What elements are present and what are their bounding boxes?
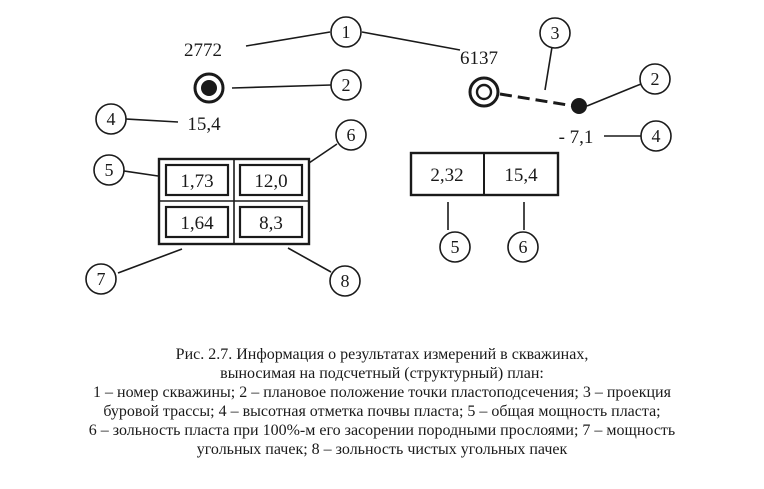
left-cell-box-1 (164, 163, 230, 197)
leader-2-left (231, 84, 332, 89)
callout-circle-4b (640, 120, 672, 152)
leader-3 (544, 46, 553, 91)
left-well-elevation: 15,4 (187, 114, 221, 135)
callout-3: 3 (551, 23, 560, 43)
left-cell-1-value: 1,73 (180, 171, 213, 192)
callout-circle-8 (329, 265, 361, 297)
leader-5-left (123, 170, 159, 177)
leader-4-left (125, 118, 179, 123)
left-cell-2-value: 12,0 (254, 171, 287, 192)
callout-6a: 6 (347, 125, 356, 145)
right-well-elevation: - 7,1 (559, 127, 594, 148)
left-well-marker-dot (201, 80, 217, 96)
callout-6b: 6 (519, 237, 528, 257)
callout-2b: 2 (651, 69, 660, 89)
callout-circle-6a (335, 119, 367, 151)
well-diagram: 2772 15,4 6137 - 7,1 1,73 12,0 1,64 8,3 … (85, 16, 672, 297)
left-cell-box-3 (164, 205, 230, 239)
callout-4b: 4 (652, 126, 661, 146)
caption-line-6: угольных пачек; 8 – зольность чистых уго… (196, 441, 568, 458)
callout-2a: 2 (342, 75, 351, 95)
caption-line-2: выносимая на подсчетный (структурный) пл… (220, 365, 544, 382)
leader-8 (287, 247, 332, 273)
callout-circle-1 (330, 16, 362, 48)
callout-5b: 5 (451, 237, 460, 257)
leader-1-right (361, 31, 461, 51)
right-cell-2-value: 15,4 (504, 165, 538, 186)
callout-circle-7 (85, 263, 117, 295)
callout-7: 7 (97, 269, 106, 289)
callout-circle-5b (439, 231, 471, 263)
left-well-marker-ring (193, 72, 225, 104)
caption-line-5: 6 – зольность пласта при 100%-м его засо… (88, 422, 676, 439)
leader-6-left (308, 143, 338, 164)
drilling-trace-projection (499, 92, 575, 108)
callout-8: 8 (341, 271, 350, 291)
caption-line-4: буровой трассы; 4 – высотная отметка поч… (103, 403, 661, 420)
caption-line-3: 1 – номер скважины; 2 – плановое положен… (93, 384, 671, 401)
leader-7 (117, 248, 183, 274)
callout-5a: 5 (105, 160, 114, 180)
left-cell-4-value: 8,3 (259, 213, 283, 234)
leader-1-left (245, 31, 331, 47)
figure-caption: Рис. 2.7. Информация о результатах измер… (0, 345, 764, 459)
left-cell-box-2 (238, 163, 304, 197)
callout-circle-2a (330, 69, 362, 101)
seam-intersection-point (571, 98, 587, 114)
callout-circle-6b (507, 231, 539, 263)
callout-circle-2b (639, 63, 671, 95)
caption-line-1: Рис. 2.7. Информация о результатах измер… (175, 346, 589, 363)
left-well-number: 2772 (184, 40, 222, 61)
callout-circle-3 (539, 17, 571, 49)
right-well-marker-ring (468, 76, 500, 108)
right-well-marker-inner (475, 83, 493, 101)
callout-circle-5a (93, 154, 125, 186)
callout-1: 1 (342, 22, 351, 42)
leader-2-right (586, 83, 642, 107)
callout-4a: 4 (107, 109, 116, 129)
left-cell-3-value: 1,64 (180, 213, 214, 234)
left-cell-box-4 (238, 205, 304, 239)
right-well-number: 6137 (460, 48, 498, 69)
right-cell-1-value: 2,32 (430, 165, 463, 186)
callout-circle-4a (95, 103, 127, 135)
